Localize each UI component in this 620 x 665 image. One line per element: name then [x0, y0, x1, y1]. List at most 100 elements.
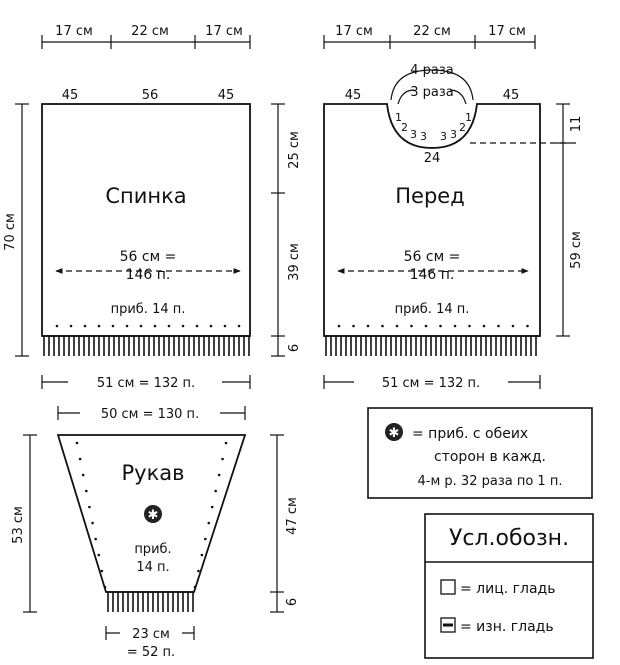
sleeve-ribbing	[106, 591, 194, 612]
increase-dot	[214, 489, 217, 493]
front-increase-label: приб. 14 п.	[395, 302, 470, 317]
front-neck-step-r3: 2	[459, 121, 466, 134]
increase-dot	[482, 324, 486, 328]
increase-dot	[78, 457, 82, 461]
front-neck-step-r4: 1	[465, 111, 472, 124]
front-neck-step-l1: 1	[395, 111, 402, 124]
increase-note-box: ✱ = приб. с обеих сторон в кажд. 4-м р. …	[367, 407, 593, 499]
front-top-dim-center: 22 см	[413, 24, 451, 39]
increase-dot	[83, 324, 87, 328]
legend-box: Усл.обозн. = лиц. гладь = изн. гладь	[424, 513, 594, 659]
increase-dot	[55, 324, 59, 328]
back-ribbing	[42, 335, 250, 356]
increase-dot	[111, 324, 115, 328]
increase-dot	[75, 441, 79, 445]
sleeve-increase-symbol: ✱	[144, 505, 162, 523]
front-neck-step-l3: 3	[410, 128, 417, 141]
front-bottom-dim-label: 51 см = 132 п.	[382, 376, 480, 391]
increase-dot	[352, 324, 355, 328]
front-top-dim-left: 17 см	[335, 24, 373, 39]
back-stitch-left: 45	[62, 88, 79, 103]
increase-symbol-icon: ✱	[385, 423, 403, 441]
sleeve-increase-line2: 14 п.	[136, 560, 169, 575]
back-bottom-dimension: 51 см = 132 п.	[41, 373, 251, 391]
increase-dot	[453, 324, 457, 328]
increase-dot	[153, 324, 157, 328]
back-height-total-label: 70 см	[3, 213, 18, 251]
increase-dot	[366, 324, 370, 328]
front-stitch-right: 45	[503, 88, 520, 103]
legend-title: Усл.обозн.	[449, 526, 569, 551]
back-stitch-right: 45	[218, 88, 235, 103]
increase-dot	[200, 553, 204, 557]
increase-dot	[207, 521, 211, 525]
increase-dot	[204, 537, 207, 541]
front-neck-step-r1: 3	[440, 130, 447, 143]
purl-stitch-symbol	[440, 617, 456, 633]
back-bottom-dim-label: 51 см = 132 п.	[97, 376, 195, 391]
back-width-line2: 146 п.	[126, 267, 171, 283]
front-increase-dots	[337, 324, 529, 328]
back-height-total: 70 см	[3, 103, 29, 357]
back-title: Спинка	[105, 184, 186, 208]
back-top-dimension: 17 см 22 см 17 см	[41, 24, 251, 49]
front-neck-bottom-label: 24	[424, 151, 441, 166]
increase-dot	[424, 324, 428, 328]
back-height-rib: 6	[287, 344, 302, 352]
increase-dot	[139, 324, 143, 328]
increase-dot	[193, 585, 197, 589]
note-line2: сторон в кажд.	[434, 449, 546, 465]
knit-stitch-symbol	[440, 579, 456, 595]
svg-text:✱: ✱	[389, 426, 400, 441]
increase-dot	[181, 324, 185, 328]
back-body-outline	[41, 103, 251, 337]
increase-dot	[94, 537, 97, 541]
increase-dot	[85, 489, 88, 493]
increase-dot	[237, 324, 241, 328]
sleeve-title: Рукав	[121, 461, 184, 485]
back-top-dim-center: 22 см	[131, 24, 169, 39]
increase-dot	[511, 324, 515, 328]
increase-dot	[497, 324, 500, 328]
sleeve-increase-dots	[75, 441, 228, 589]
increase-dot	[69, 324, 73, 328]
increase-dot	[97, 553, 101, 557]
front-width-line2: 146 п.	[410, 267, 455, 283]
sleeve-height-rib: 6	[285, 598, 300, 606]
front-neck-outer-arc	[390, 69, 474, 101]
increase-dot	[410, 324, 413, 328]
front-width-line1: 56 см =	[404, 249, 461, 265]
increase-dot	[395, 324, 399, 328]
front-top-dimension: 17 см 22 см 17 см	[323, 24, 536, 49]
increase-dot	[224, 441, 228, 445]
legend-item-purl: = изн. гладь	[460, 619, 554, 635]
legend-item-knit: = лиц. гладь	[460, 581, 555, 597]
sleeve-height-total-label: 53 см	[11, 506, 26, 544]
back-width-line1: 56 см =	[120, 249, 177, 265]
increase-dot	[167, 324, 171, 328]
note-line3: 4-м р. 32 раза по 1 п.	[418, 474, 563, 489]
increase-dot	[81, 473, 85, 477]
front-neck-step-l2: 2	[401, 121, 408, 134]
front-neck-inner-arc	[397, 89, 467, 105]
increase-dot	[526, 324, 529, 328]
increase-dot	[439, 324, 442, 328]
back-stitch-center: 56	[142, 88, 159, 103]
front-neck-inner-label: 3 раза	[410, 85, 454, 100]
front-piece: 17 см 22 см 17 см 45 45 4 раза 3 раза 1 …	[323, 24, 584, 391]
front-neck-step-l4: 3	[420, 130, 427, 143]
front-body-outline	[323, 103, 541, 337]
increase-dot	[197, 569, 200, 573]
front-height-neck: 11	[569, 116, 584, 133]
increase-dot	[221, 457, 224, 461]
back-height-upper: 25 см	[287, 131, 302, 169]
increase-dot	[100, 569, 104, 573]
increase-dot	[97, 324, 101, 328]
front-height-body: 59 см	[569, 231, 584, 269]
sleeve-bottom-dim-line2: = 52 п.	[127, 645, 175, 660]
back-piece: 17 см 22 см 17 см 45 56 45 Спинка 56 см …	[3, 24, 302, 391]
increase-dot	[91, 521, 94, 525]
increase-dot	[209, 324, 213, 328]
increase-dot	[103, 585, 107, 589]
svg-text:✱: ✱	[148, 508, 159, 523]
